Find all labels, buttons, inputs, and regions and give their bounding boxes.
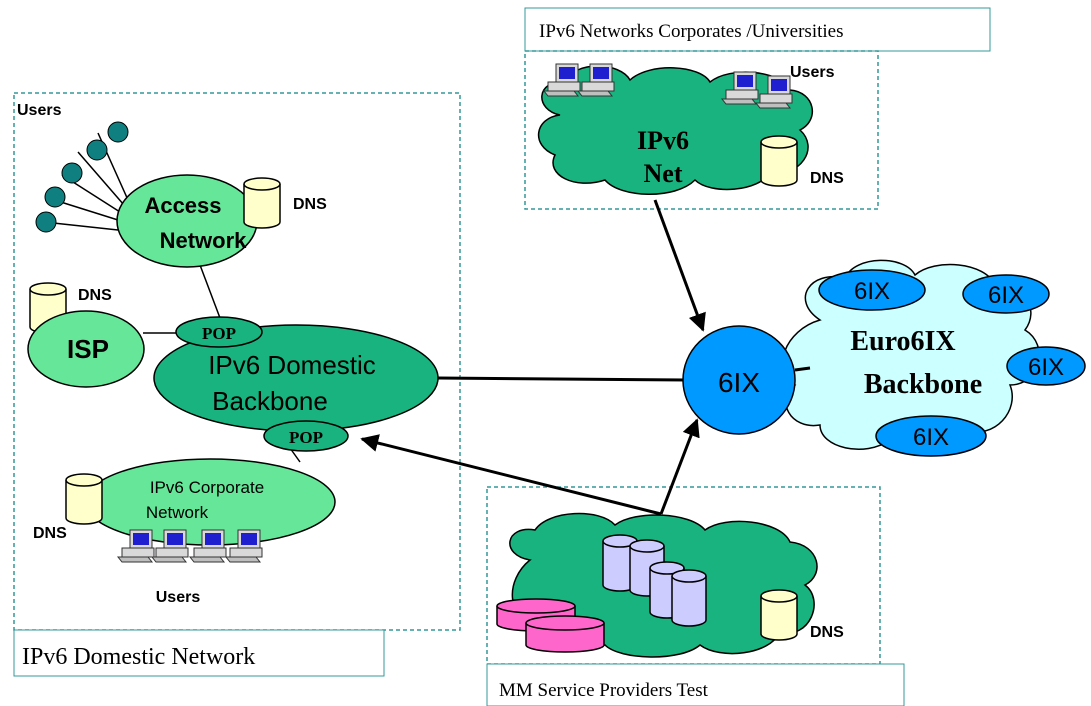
mm-panel-title: MM Service Providers Test (499, 680, 709, 701)
dns-label-isp: DNS (78, 287, 112, 304)
euro6ix-label-2: Backbone (864, 369, 982, 400)
corporates-panel-title: IPv6 Networks Corporates /Universities (539, 21, 843, 42)
6ix-node-bottom: 6IX (875, 415, 987, 457)
6ix-label: 6IX (988, 282, 1024, 309)
user-dot-icon (61, 162, 83, 184)
arrow-icon (360, 434, 662, 516)
euro6ix-label-1: Euro6IX (850, 326, 955, 357)
workstation-icon (543, 63, 581, 97)
access-network-label-1: Access (144, 193, 221, 218)
user-dots (35, 121, 129, 233)
6ix-node-top-left: 6IX (818, 269, 926, 311)
dns-cylinder-icon (760, 589, 798, 641)
ipv6-net-label-2: Net (644, 159, 683, 188)
dns-cylinder-icon (65, 473, 103, 525)
backbone-label-2: Backbone (212, 386, 328, 416)
dns-label-corporate: DNS (33, 525, 67, 542)
domestic-network-panel (13, 92, 461, 677)
link-6ix-to-euro6ix (794, 366, 811, 372)
arrow-icon (659, 418, 700, 515)
users-label-domestic-bottom: Users (156, 589, 201, 606)
6ix-label: 6IX (854, 278, 890, 305)
corporate-network: IPv6 Corporate Network (84, 458, 336, 546)
corporate-label-2: Network (146, 503, 209, 522)
pop-bottom: POP (263, 420, 349, 452)
6ix-node-main: 6IX (682, 325, 796, 435)
dns-label-access: DNS (293, 196, 327, 213)
arrow-icon (653, 199, 706, 332)
user-dot-icon (107, 121, 129, 143)
user-dot-icon (35, 211, 57, 233)
mm-service-panel (486, 486, 905, 706)
pop-top: POP (175, 316, 263, 348)
domestic-backbone: IPv6 Domestic Backbone (153, 324, 439, 432)
domestic-panel-title: IPv6 Domestic Network (22, 644, 255, 670)
ipv6-net-label-1: IPv6 (637, 126, 689, 155)
6ix-label: 6IX (913, 424, 949, 451)
6ix-main-label: 6IX (718, 367, 760, 398)
access-network: Access Network (116, 174, 258, 268)
6ix-node-right: 6IX (1006, 346, 1086, 386)
server-cylinder-icon (671, 569, 707, 627)
dns-label-corporates: DNS (810, 170, 844, 187)
storage-disk-icon (525, 615, 605, 653)
backbone-label-1: IPv6 Domestic (208, 350, 376, 380)
dns-cylinder-icon (760, 135, 798, 187)
workstation-icon (117, 529, 155, 563)
link-backbone-to-6ix (437, 376, 687, 382)
users-label-corporates: Users (790, 64, 835, 81)
access-network-label-2: Network (160, 228, 248, 253)
dns-label-mm: DNS (810, 624, 844, 641)
user-dot-icon (86, 139, 108, 161)
isp-node: ISP (27, 310, 145, 388)
pop-top-label: POP (202, 324, 236, 343)
users-label-domestic: Users (17, 102, 62, 119)
6ix-node-top-right: 6IX (962, 274, 1050, 314)
storage-disks (496, 598, 605, 653)
corporate-label-1: IPv6 Corporate (150, 478, 264, 497)
isp-label: ISP (67, 334, 109, 364)
corporates-panel (524, 7, 991, 210)
user-dot-icon (44, 186, 66, 208)
dns-cylinder-icon (243, 177, 281, 229)
pop-bottom-label: POP (289, 428, 323, 447)
6ix-label: 6IX (1028, 354, 1064, 381)
